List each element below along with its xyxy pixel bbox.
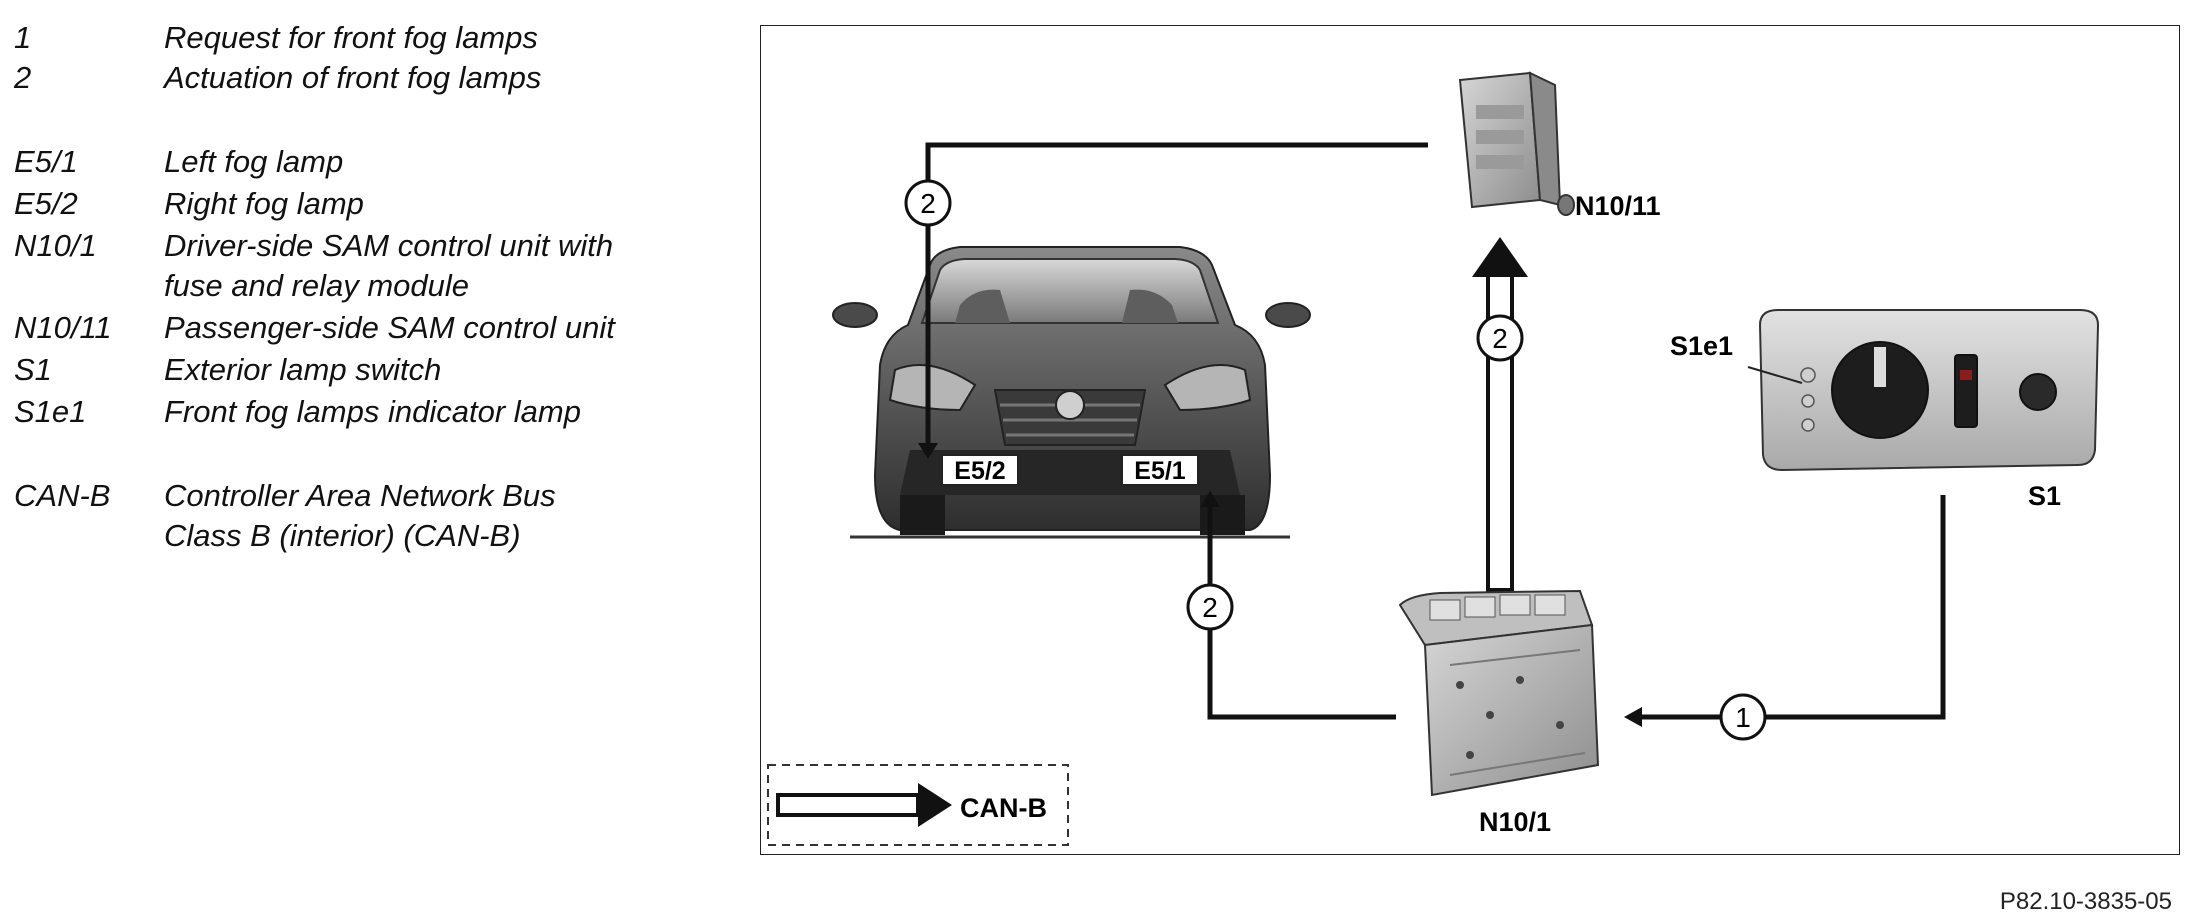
legend-desc: Passenger-side SAM control unit <box>164 310 615 345</box>
legend-desc: Driver-side SAM control unit with <box>164 228 614 263</box>
legend-key: N10/11 <box>14 310 112 345</box>
label-can-b: CAN-B <box>960 793 1047 823</box>
n10-11-module <box>1458 71 1575 216</box>
legend-key: S1e1 <box>14 394 87 429</box>
legend-desc: Request for front fog lamps <box>164 20 538 55</box>
marker-actuation-top: 2 <box>904 179 952 227</box>
diagram-canvas: E5/2 E5/1 2 2 2 1 <box>760 25 2180 855</box>
figure-id: P82.10-3835-05 <box>1999 888 2172 915</box>
arrowhead-e5-1 <box>1200 491 1220 507</box>
legend-desc: Class B (interior) (CAN-B) <box>164 518 521 553</box>
legend-key: N10/1 <box>14 228 97 263</box>
legend-desc: Left fog lamp <box>164 144 344 179</box>
legend-key: S1 <box>14 352 52 387</box>
legend-desc: fuse and relay module <box>164 268 470 303</box>
marker-actuation-bottom: 2 <box>1186 583 1234 631</box>
legend-key: E5/2 <box>14 186 78 221</box>
marker-request: 1 <box>1719 693 1767 741</box>
legend-desc: Controller Area Network Bus <box>164 478 556 513</box>
diagram: E5/2 E5/1 2 2 2 1 <box>760 25 2180 855</box>
arrowhead-e5-2 <box>918 443 938 459</box>
s1e1-leader-line <box>1747 366 1803 384</box>
legend-key: 2 <box>14 60 32 95</box>
svg-text:2: 2 <box>920 188 936 219</box>
label-e5-2: E5/2 <box>954 457 1005 485</box>
can-b-arrow-head <box>1472 237 1528 277</box>
wire-n10-1-to-e5-1 <box>1207 503 1396 720</box>
svg-text:2: 2 <box>1492 323 1508 354</box>
legend-desc: Exterior lamp switch <box>164 352 442 387</box>
svg-text:1: 1 <box>1735 702 1751 733</box>
legend-key: CAN-B <box>14 478 111 513</box>
indicator-lamp <box>1800 367 1816 383</box>
dimmer-wheel <box>1954 354 1978 428</box>
rotary-knob <box>1831 341 1929 439</box>
marker-actuation-center: 2 <box>1476 314 1524 362</box>
n10-1-module <box>1398 589 1600 797</box>
arrowhead-n10-1 <box>1624 707 1642 727</box>
legend-desc: Front fog lamps indicator lamp <box>164 394 581 429</box>
wire-n10-11-to-e5-2 <box>925 142 1428 445</box>
s1-switch <box>1758 309 2100 472</box>
legend-key: E5/1 <box>14 144 78 179</box>
label-n10-1: N10/1 <box>1479 807 1551 837</box>
legend-key: 1 <box>14 20 32 55</box>
can-b-legend: CAN-B <box>767 764 1069 846</box>
label-e5-1: E5/1 <box>1134 457 1186 485</box>
svg-text:2: 2 <box>1202 592 1218 623</box>
label-s1: S1 <box>2028 481 2061 511</box>
label-s1e1: S1e1 <box>1670 331 1733 361</box>
label-n10-11: N10/11 <box>1575 191 1661 221</box>
logo-emblem <box>1055 390 1085 420</box>
legend-desc: Actuation of front fog lamps <box>164 60 542 95</box>
fog-lamp-button <box>2019 373 2057 411</box>
legend-desc: Right fog lamp <box>164 186 364 221</box>
